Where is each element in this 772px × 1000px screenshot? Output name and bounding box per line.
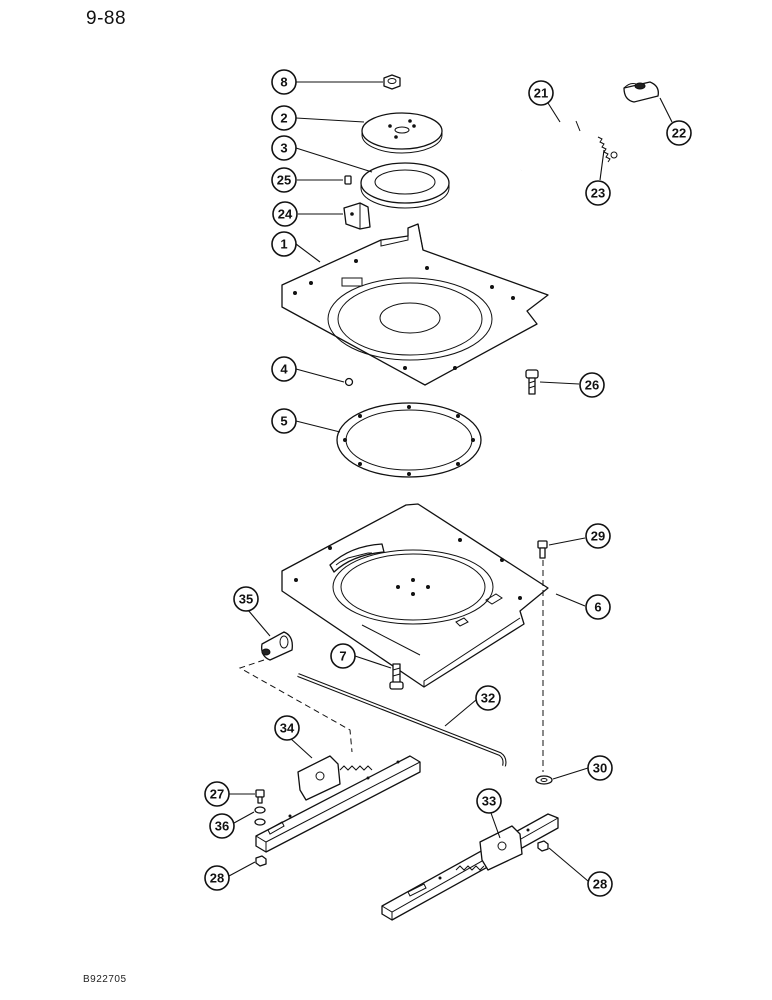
callout-label: 22 bbox=[672, 126, 686, 141]
callout-5: 5 bbox=[271, 408, 297, 434]
drawing-id: B922705 bbox=[83, 974, 127, 985]
callout-8: 8 bbox=[271, 69, 297, 95]
callout-22: 22 bbox=[666, 120, 692, 146]
callout-33: 33 bbox=[476, 788, 502, 814]
left-slide-rail bbox=[255, 755, 421, 853]
callout-28: 28 bbox=[204, 865, 230, 891]
callout-label: 24 bbox=[278, 207, 293, 222]
tension-spring bbox=[597, 136, 618, 163]
callout-label: 32 bbox=[481, 691, 495, 706]
callout-29: 29 bbox=[585, 523, 611, 549]
callout-label: 21 bbox=[534, 86, 548, 101]
right-slide-rail bbox=[381, 813, 559, 921]
callout-label: 6 bbox=[594, 600, 601, 615]
callout-label: 25 bbox=[277, 173, 291, 188]
mounting-bolt bbox=[389, 663, 404, 690]
callout-1: 1 bbox=[271, 231, 297, 257]
callout-label: 29 bbox=[591, 529, 605, 544]
lock-knob bbox=[623, 81, 659, 103]
callout-label: 27 bbox=[210, 787, 224, 802]
callout-7: 7 bbox=[330, 643, 356, 669]
callout-30: 30 bbox=[587, 755, 613, 781]
callout-36: 36 bbox=[209, 813, 235, 839]
rod-end-knob bbox=[261, 631, 293, 661]
callout-24: 24 bbox=[272, 201, 298, 227]
leader-lines bbox=[228, 81, 673, 882]
callout-3: 3 bbox=[271, 135, 297, 161]
bolt bbox=[537, 540, 548, 559]
angle-bracket bbox=[343, 202, 371, 230]
callout-6: 6 bbox=[585, 594, 611, 620]
callout-label: 30 bbox=[593, 761, 607, 776]
callout-label: 3 bbox=[280, 141, 287, 156]
callout-26: 26 bbox=[579, 372, 605, 398]
page-number: 9-88 bbox=[86, 8, 127, 29]
rail-screw bbox=[255, 789, 265, 804]
lock-nut bbox=[255, 855, 267, 867]
callout-label: 36 bbox=[215, 819, 229, 834]
callout-2: 2 bbox=[271, 105, 297, 131]
flat-washer bbox=[535, 775, 553, 785]
hex-nut bbox=[383, 74, 401, 90]
assembly-line bbox=[238, 659, 353, 753]
callout-label: 1 bbox=[280, 237, 287, 252]
callout-label: 35 bbox=[239, 592, 253, 607]
callout-label: 26 bbox=[585, 378, 599, 393]
callout-label: 34 bbox=[280, 721, 295, 736]
callout-label: 2 bbox=[280, 111, 287, 126]
callout-21: 21 bbox=[528, 80, 554, 106]
callout-label: 7 bbox=[339, 649, 346, 664]
swivel-top-plate bbox=[361, 112, 443, 154]
callout-25: 25 bbox=[271, 167, 297, 193]
callout-label: 4 bbox=[280, 362, 288, 377]
small-screw bbox=[344, 175, 352, 185]
callout-label: 28 bbox=[593, 877, 607, 892]
callout-label: 5 bbox=[280, 414, 287, 429]
bearing-ring bbox=[336, 402, 482, 478]
callout-34: 34 bbox=[274, 715, 300, 741]
cap-screw bbox=[525, 369, 539, 395]
callout-23: 23 bbox=[585, 180, 611, 206]
spacer-washer bbox=[254, 806, 266, 826]
callout-label: 8 bbox=[280, 75, 287, 90]
lock-nut bbox=[537, 840, 549, 852]
lower-seat-plate bbox=[281, 503, 549, 688]
callout-label: 33 bbox=[482, 794, 496, 809]
upper-seat-plate bbox=[281, 223, 549, 386]
callout-28: 28 bbox=[587, 871, 613, 897]
swivel-lock-rod bbox=[520, 97, 625, 171]
callout-32: 32 bbox=[475, 685, 501, 711]
ball-bearing bbox=[344, 377, 354, 387]
callout-35: 35 bbox=[233, 586, 259, 612]
callout-label: 28 bbox=[210, 871, 224, 886]
connecting-rod bbox=[297, 673, 507, 767]
callout-27: 27 bbox=[204, 781, 230, 807]
callout-label: 23 bbox=[591, 186, 605, 201]
bearing-washer bbox=[360, 162, 450, 209]
callout-4: 4 bbox=[271, 356, 297, 382]
